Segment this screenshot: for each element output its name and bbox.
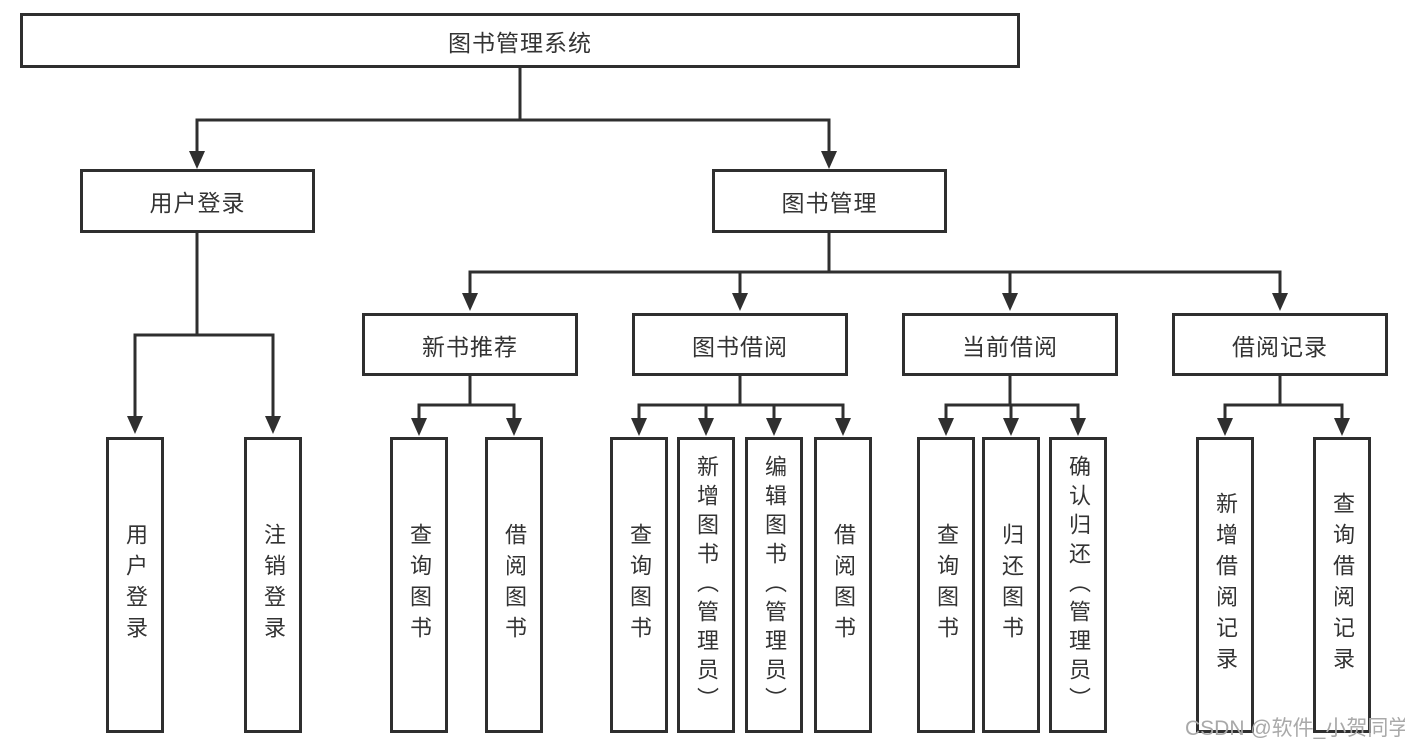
- leaf-query-borrow-record: 查询借阅记录: [1313, 437, 1371, 733]
- leaf-query-books-borrowing: 查询图书: [610, 437, 668, 733]
- node-label: 用户登录: [149, 190, 246, 216]
- leaf-borrow-books-recommend: 借阅图书: [485, 437, 543, 733]
- leaf-query-books-recommend: 查询图书: [390, 437, 448, 733]
- node-label: 图书管理: [781, 190, 878, 216]
- leaf-label: 借阅图书: [831, 523, 856, 647]
- node-new-book-recommendation: 新书推荐: [362, 313, 578, 376]
- node-label: 新书推荐: [422, 333, 518, 360]
- node-book-management: 图书管理: [712, 169, 947, 233]
- leaf-label: 查询图书: [627, 523, 652, 647]
- leaf-label: 新增图书（管理员）: [694, 454, 719, 716]
- leaf-confirm-return-admin: 确认归还（管理员）: [1049, 437, 1107, 733]
- leaf-label: 查询借阅记录: [1330, 492, 1355, 678]
- leaf-add-borrow-record: 新增借阅记录: [1196, 437, 1254, 733]
- node-label: 图书借阅: [692, 333, 788, 360]
- leaf-label: 用户登录: [123, 523, 148, 647]
- node-label: 借阅记录: [1232, 333, 1328, 360]
- leaf-borrow-books-borrowing: 借阅图书: [814, 437, 872, 733]
- node-book-borrowing: 图书借阅: [632, 313, 848, 376]
- leaf-label: 查询图书: [407, 523, 432, 647]
- leaf-label: 归还图书: [999, 523, 1024, 647]
- leaf-label: 新增借阅记录: [1213, 492, 1238, 678]
- leaf-return-books: 归还图书: [982, 437, 1040, 733]
- leaf-add-book-admin: 新增图书（管理员）: [677, 437, 735, 733]
- node-current-borrowing: 当前借阅: [902, 313, 1118, 376]
- leaf-label: 编辑图书（管理员）: [762, 454, 787, 716]
- leaf-query-books-current: 查询图书: [917, 437, 975, 733]
- leaf-label: 借阅图书: [502, 523, 527, 647]
- node-library-management-system: 图书管理系统: [20, 13, 1020, 68]
- leaf-label: 查询图书: [934, 523, 959, 647]
- leaf-logout: 注销登录: [244, 437, 302, 733]
- leaf-label: 注销登录: [261, 523, 286, 647]
- leaf-user-login: 用户登录: [106, 437, 164, 733]
- node-label: 图书管理系统: [448, 29, 592, 56]
- node-borrowing-records: 借阅记录: [1172, 313, 1388, 376]
- node-label: 当前借阅: [962, 333, 1058, 360]
- leaf-label: 确认归还（管理员）: [1066, 454, 1091, 716]
- leaf-edit-book-admin: 编辑图书（管理员）: [745, 437, 803, 733]
- watermark: CSDN @软件_小贺同学: [1185, 717, 1405, 740]
- node-user-login: 用户登录: [80, 169, 315, 233]
